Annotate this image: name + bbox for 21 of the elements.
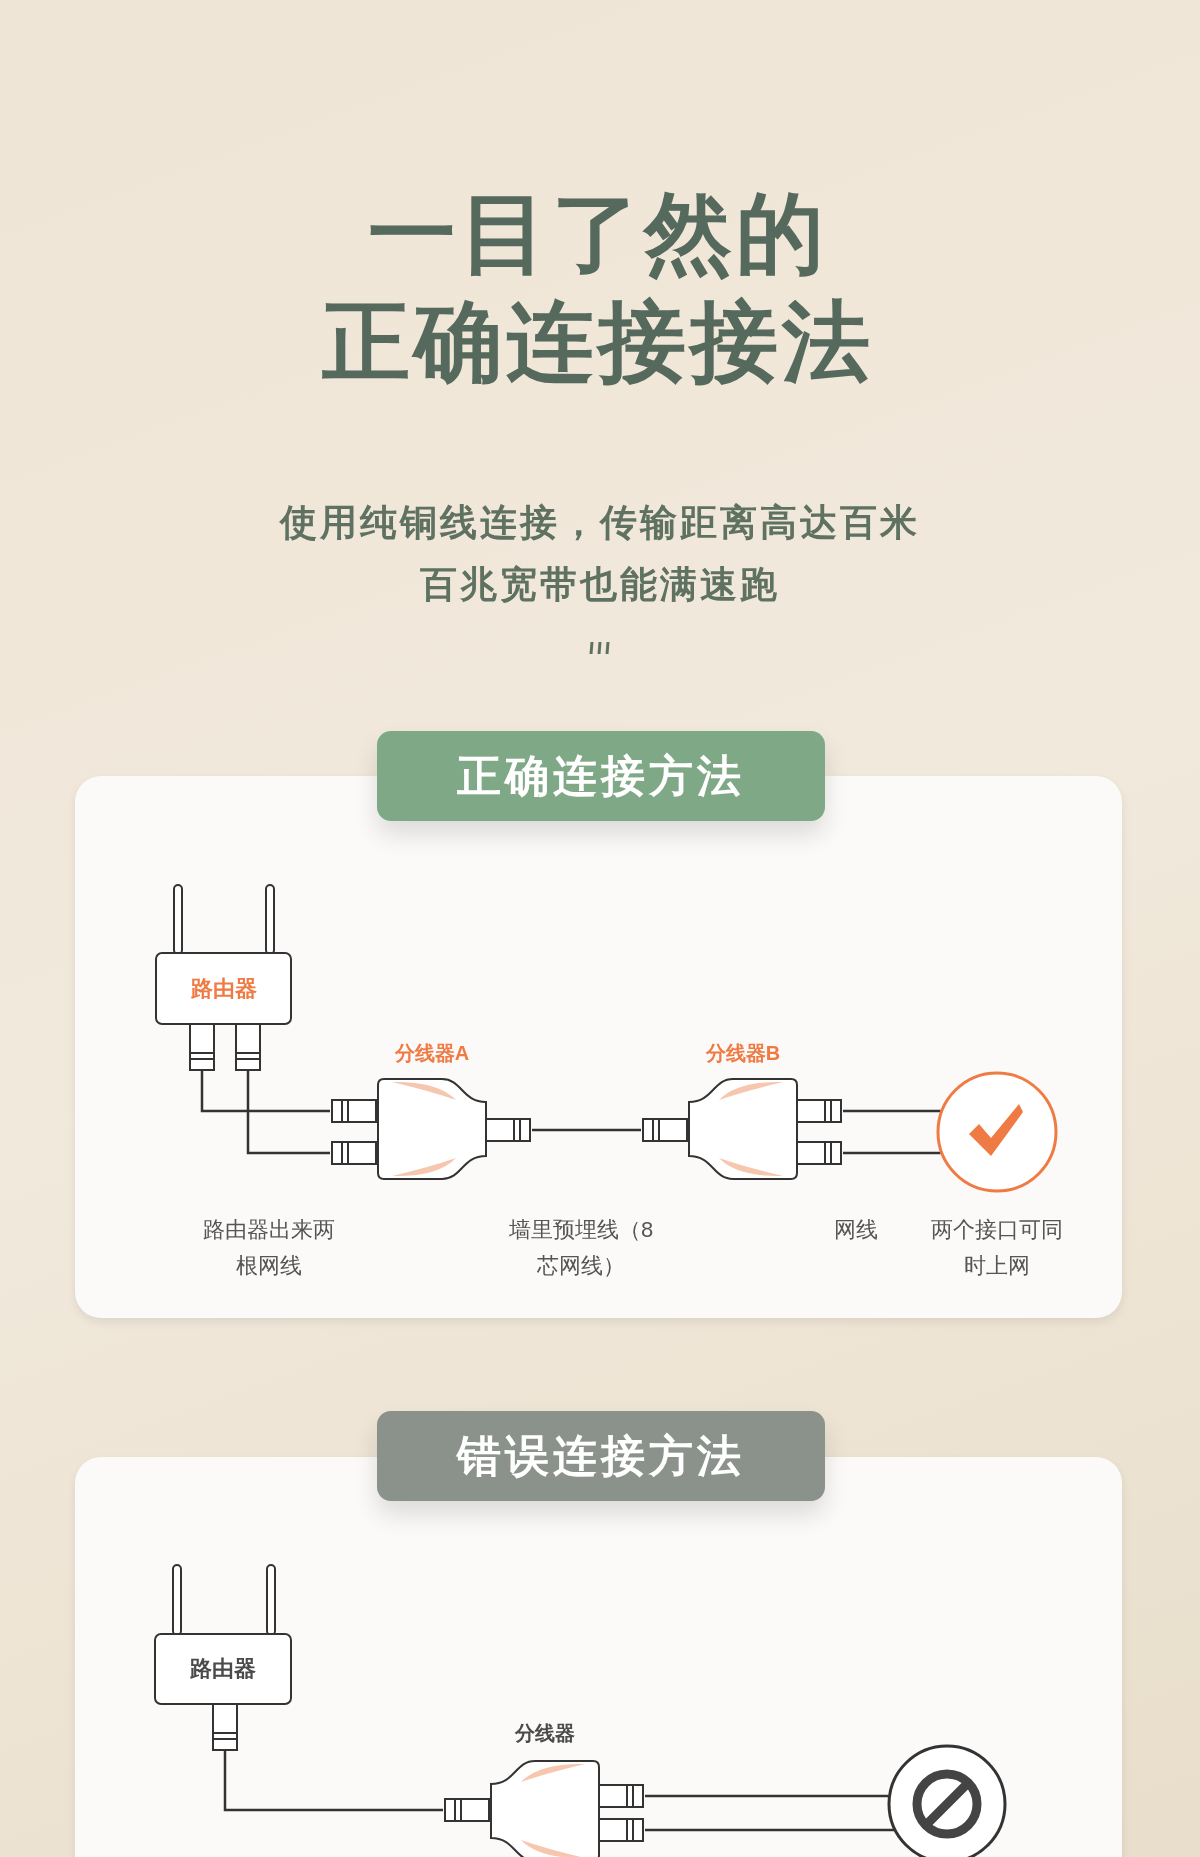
- caption-text: 两个接口可同时上网: [930, 1216, 1064, 1280]
- section-header-banner: 错误连接方法: [377, 1411, 825, 1501]
- cable-line: [532, 1128, 641, 1132]
- page-title: 一目了然的正确连接接法: [322, 181, 875, 395]
- splitter-label: 分线器A: [393, 1041, 471, 1066]
- cable-line: [200, 1071, 330, 1113]
- caption-text: 墙里预埋线（8芯网线）: [507, 1216, 655, 1280]
- cable-line: [246, 1071, 330, 1155]
- router-label: 路由器: [190, 974, 257, 1003]
- subtitle-text: 使用纯铜线连接，传输距离高达百米百兆宽带也能满速跑: [278, 501, 921, 607]
- cable-line: [843, 1151, 941, 1155]
- caption-text: 路由器出来两根网线: [202, 1216, 336, 1280]
- caption-text: 网线: [833, 1216, 879, 1244]
- splitter-label: 分线器: [514, 1721, 576, 1746]
- section-header-banner: 正确连接方法: [377, 731, 825, 821]
- splitter-label: 分线器B: [704, 1041, 782, 1066]
- cable-line: [843, 1109, 941, 1113]
- router-label: 路由器: [190, 1655, 256, 1683]
- cable-line: [223, 1751, 443, 1812]
- cable-line: [645, 1794, 889, 1798]
- cable-line: [645, 1828, 895, 1832]
